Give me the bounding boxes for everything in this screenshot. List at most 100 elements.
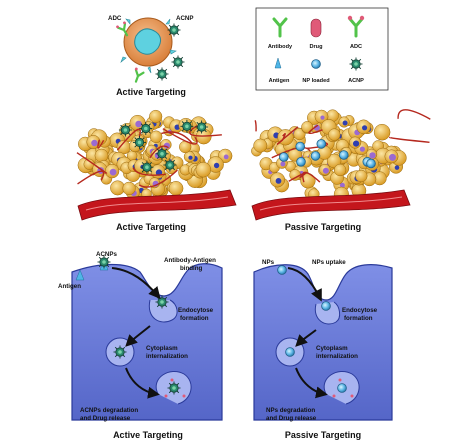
acnp-icon: [167, 381, 181, 395]
binding-label: binding: [180, 265, 203, 272]
endocytic-pit: [148, 299, 178, 323]
acnp-label: ACNP: [176, 15, 194, 22]
capillary: [189, 125, 222, 137]
acnp-icon: [194, 120, 209, 134]
endocytose-label: formation: [180, 315, 209, 322]
tumor-cell-cluster: [76, 109, 233, 200]
cell-membrane: [253, 264, 393, 421]
arrow: [287, 267, 322, 302]
endocytic-pit: [314, 301, 341, 325]
acnps-label: ACNPs: [96, 251, 118, 258]
release-label: ACNPs degradation: [80, 407, 138, 414]
blood-vessel: [77, 189, 237, 221]
top-active-scheme: ADC ACNP Active Targeting: [108, 15, 194, 97]
tumor-right: Passive Targeting: [251, 109, 431, 232]
capillary: [138, 169, 178, 188]
vessel-highlight: [259, 196, 403, 211]
capillary: [161, 131, 193, 144]
tumor-cell-cluster: [251, 109, 431, 202]
np-icon: [285, 347, 295, 357]
capillary: [254, 120, 257, 132]
vessel-highlight: [85, 196, 229, 211]
antigen-legend-icon: [274, 57, 282, 69]
capillary: [132, 167, 166, 176]
arrow: [111, 267, 161, 300]
acnp-icon: [132, 135, 147, 150]
tumor-passive-caption: Passive Targeting: [285, 222, 361, 232]
antigen-receptors: [120, 18, 177, 74]
arrow: [125, 367, 160, 399]
adc-icon: [131, 67, 145, 85]
legend-np-loaded: NP loaded: [302, 78, 330, 84]
endocytose-label: formation: [344, 315, 373, 322]
legend-antibody: Antibody: [268, 44, 293, 50]
acnp-icon: [139, 160, 154, 175]
capillary: [77, 170, 105, 185]
cell-nucleus: [320, 115, 325, 120]
np-icon: [277, 265, 287, 275]
cell-nucleus: [389, 153, 396, 161]
tumor-cell: [122, 181, 136, 196]
tumor-cell: [94, 148, 109, 163]
cell-nucleus: [359, 146, 365, 152]
acnp-icon: [162, 158, 177, 172]
tumor-cell: [301, 121, 314, 134]
np-icon: [316, 139, 327, 149]
acnp-icon: [155, 295, 169, 309]
tumor-cell: [149, 109, 163, 124]
tumor-active-caption: Active Targeting: [116, 222, 186, 232]
release-label: and Drug release: [80, 415, 131, 422]
drug-legend-icon: [310, 18, 322, 38]
acnp-icon: [138, 121, 153, 136]
cell-nucleus: [188, 155, 193, 160]
legend-drug: Drug: [309, 44, 323, 50]
cytoplasm-label: Cytoplasm: [316, 345, 348, 352]
acnp-icon: [171, 55, 185, 69]
capillary: [288, 172, 307, 182]
np-icon: [296, 157, 306, 167]
np-icon: [295, 141, 306, 152]
cell-active: ACNPs Antigen Antibody-Antigen binding E…: [58, 251, 223, 440]
adc-legend-icon: [347, 15, 365, 38]
released-drug: [332, 378, 354, 398]
legend-acnp: ACNP: [348, 78, 364, 84]
cell-nucleus: [322, 167, 329, 174]
top-active-caption: Active Targeting: [116, 87, 186, 97]
cell-nucleus: [91, 139, 98, 147]
capillary: [389, 136, 430, 144]
acnp-icon: [179, 119, 194, 134]
tumor-cell: [355, 169, 368, 183]
cell-nucleus: [275, 178, 282, 184]
cytoplasm-label: internalization: [146, 353, 188, 360]
cell-active-caption: Active Targeting: [113, 430, 183, 440]
capillary: [397, 109, 431, 120]
cell-nucleus: [135, 120, 142, 128]
cell-nucleus: [339, 182, 345, 188]
legend-antigen: Antigen: [269, 78, 290, 84]
np-icon: [321, 301, 331, 311]
cell-passive: NPs NPs uptake Endocytose formation Cyto…: [253, 259, 393, 440]
cell-nucleus: [369, 152, 376, 159]
release-label: NPs degradation: [266, 407, 315, 414]
cell-nucleus: [280, 161, 286, 167]
released-drug: [164, 378, 186, 398]
endocytose-label: Endocytose: [178, 307, 214, 314]
acnp-icon: [113, 345, 127, 359]
nps-label: NPs: [262, 259, 275, 266]
tumor-cell: [253, 138, 268, 153]
binding-label: Antibody-Antigen: [164, 257, 216, 264]
cell-nucleus: [362, 125, 368, 131]
arrow: [125, 325, 151, 347]
acnp-icon: [155, 146, 169, 161]
cytoplasm-label: Cytoplasm: [146, 345, 178, 352]
nucleus-icon: [134, 28, 162, 55]
legend-box: [255, 7, 389, 91]
acnp-icon: [118, 123, 133, 137]
endocytose-label: Endocytose: [342, 307, 378, 314]
np-icon: [338, 150, 349, 160]
capillary: [76, 152, 108, 174]
tumor-cell: [289, 169, 301, 181]
tumor-cell: [149, 130, 163, 144]
cell-nucleus: [313, 124, 320, 131]
